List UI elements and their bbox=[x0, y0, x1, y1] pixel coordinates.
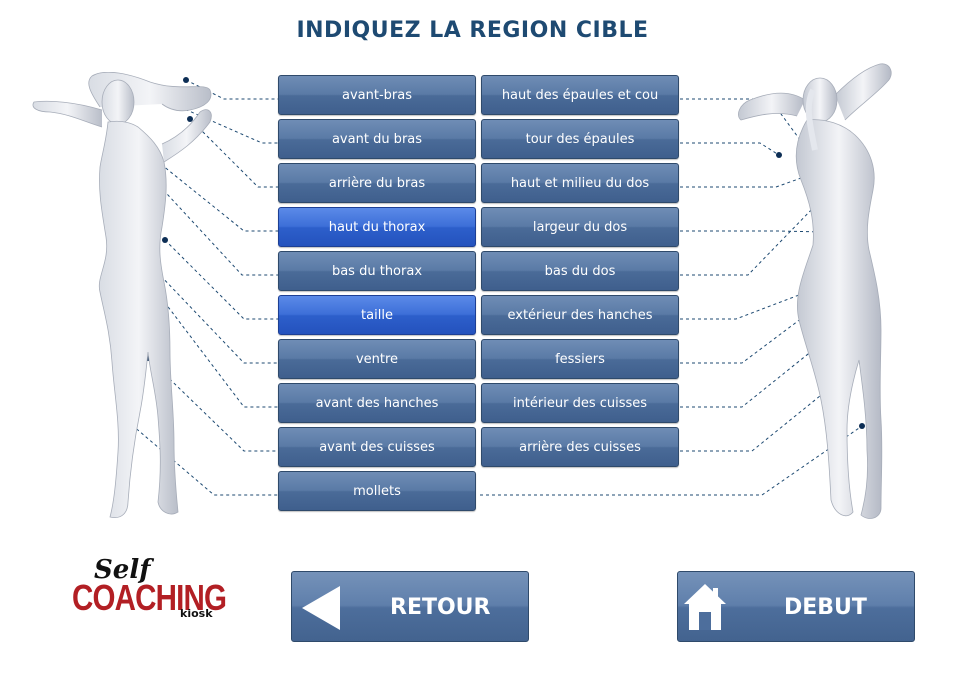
region-button-largeur-du-dos[interactable]: largeur du dos bbox=[481, 207, 679, 247]
region-button-haut-des-epaules-et-cou[interactable]: haut des épaules et cou bbox=[481, 75, 679, 115]
region-button-avant-des-hanches[interactable]: avant des hanches bbox=[278, 383, 476, 423]
region-button-avant-bras[interactable]: avant-bras bbox=[278, 75, 476, 115]
region-button-mollets[interactable]: mollets bbox=[278, 471, 476, 511]
region-button-haut-et-milieu-du-dos[interactable]: haut et milieu du dos bbox=[481, 163, 679, 203]
self-coaching-logo: Self COACHING kiosk bbox=[72, 555, 227, 625]
region-button-arriere-du-bras[interactable]: arrière du bras bbox=[278, 163, 476, 203]
region-button-avant-des-cuisses[interactable]: avant des cuisses bbox=[278, 427, 476, 467]
region-button-avant-du-bras[interactable]: avant du bras bbox=[278, 119, 476, 159]
region-button-exterieur-des-hanches[interactable]: extérieur des hanches bbox=[481, 295, 679, 335]
home-button-label: DEBUT bbox=[784, 595, 867, 620]
left-triangle-icon bbox=[302, 586, 340, 630]
region-button-haut-du-thorax[interactable]: haut du thorax bbox=[278, 207, 476, 247]
logo-self-text: Self bbox=[94, 555, 151, 585]
home-button[interactable]: DEBUT bbox=[677, 571, 915, 642]
house-icon bbox=[684, 584, 726, 630]
logo-kiosk-text: kiosk bbox=[180, 607, 213, 620]
back-button[interactable]: RETOUR bbox=[291, 571, 529, 642]
region-button-taille[interactable]: taille bbox=[278, 295, 476, 335]
region-button-interieur-des-cuisses[interactable]: intérieur des cuisses bbox=[481, 383, 679, 423]
body-back-figure bbox=[738, 63, 892, 519]
region-button-tour-des-epaules[interactable]: tour des épaules bbox=[481, 119, 679, 159]
page-title: INDIQUEZ LA REGION CIBLE bbox=[296, 18, 649, 43]
region-button-arriere-des-cuisses[interactable]: arrière des cuisses bbox=[481, 427, 679, 467]
region-button-ventre[interactable]: ventre bbox=[278, 339, 476, 379]
logo-coaching-text: COACHING bbox=[72, 577, 227, 618]
region-button-bas-du-thorax[interactable]: bas du thorax bbox=[278, 251, 476, 291]
region-button-fessiers[interactable]: fessiers bbox=[481, 339, 679, 379]
body-front-figure bbox=[32, 72, 212, 519]
region-button-bas-du-dos[interactable]: bas du dos bbox=[481, 251, 679, 291]
back-button-label: RETOUR bbox=[390, 595, 491, 620]
